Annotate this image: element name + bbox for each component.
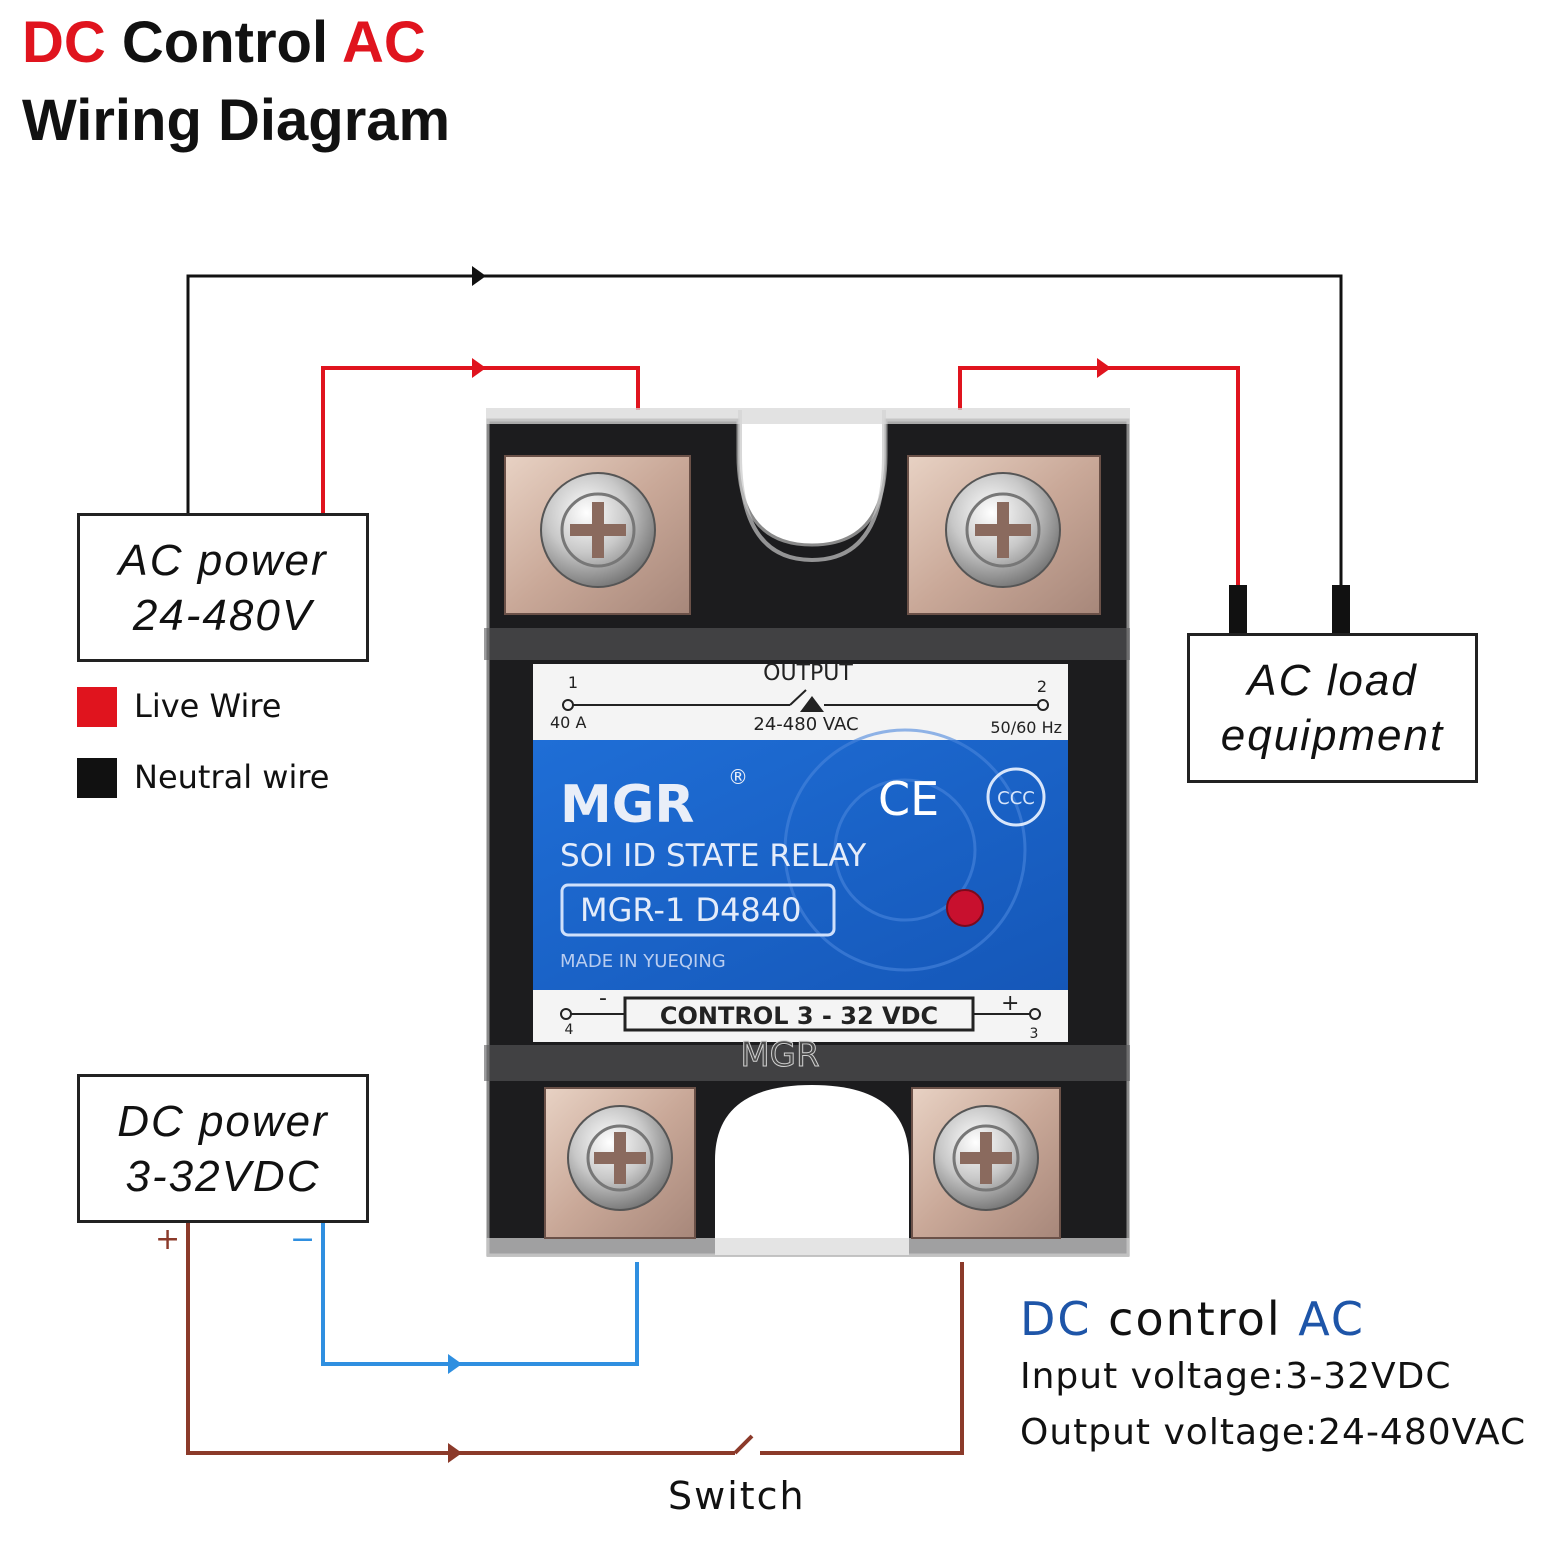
screw-bottom-left [567,1105,673,1211]
relay-registered-mark: ® [728,765,748,789]
led-indicator [946,889,984,927]
relay-control-minus: - [599,986,607,1011]
relay-current: 40 A [550,713,586,732]
ccc-mark [986,767,1046,827]
dc-plus-wire [186,1222,735,1455]
title-dc: DC [22,10,106,75]
ac-power-voltage: 24-480V [132,590,314,640]
relay-control-label: CONTROL 3 - 32 VDC [660,1002,938,1030]
info-heading-ac: AC [1298,1292,1366,1346]
dc-power-box: DC power 3-32VDC [77,1074,369,1223]
relay-ccc-text: CCC [997,788,1035,809]
legend-neutral-label: Neutral wire [134,758,330,796]
relay-voltage: 24-480 VAC [753,714,858,735]
ac-load-label: AC load [1247,656,1418,705]
screw-top-left [540,472,656,588]
info-input-voltage: Input voltage:3-32VDC [1020,1356,1452,1397]
relay-term-1: 1 [568,673,578,692]
relay-ce-mark: CE [878,772,939,826]
ac-load-box: AC load equipment [1187,633,1478,783]
relay-model: MGR-1 D4840 [580,891,802,929]
neutral-wire [186,274,1343,590]
live-wire-right-arrow [1097,358,1111,378]
relay-term-4: 4 [565,1022,574,1038]
legend-neutral-swatch [77,758,117,798]
title-line-1: DC Control AC [22,14,426,72]
label-output-strip [533,664,1068,740]
title-control: Control [105,10,343,75]
info-heading: DC control AC [1020,1292,1365,1346]
screw-top-right [945,472,1061,588]
info-output-voltage: Output voltage:24-480VAC [1020,1412,1527,1453]
relay-bottom-brand: MGR [740,1035,819,1075]
live-wire-left-arrow [472,358,486,378]
dc-power-voltage: 3-32VDC [125,1151,321,1201]
dc-switch-to-relay [760,1262,964,1455]
label-blue-panel [533,740,1068,990]
info-heading-dc: DC [1020,1292,1092,1346]
relay-term-2: 2 [1037,677,1047,696]
dc-plus-wire-arrow [448,1443,462,1463]
screw-bottom-right [933,1105,1039,1211]
relay-output-label: OUTPUT [763,661,853,686]
neutral-wire-arrow [472,266,486,286]
ac-load-equipment: equipment [1220,711,1445,760]
legend-live-swatch [77,687,117,727]
legend-live-label: Live Wire [134,687,282,725]
dc-plus-mark: + [155,1222,181,1257]
info-heading-control: control [1091,1292,1299,1346]
switch-label: Switch [668,1474,806,1518]
relay-made-in: MADE IN YUEQING [560,951,726,972]
dc-minus-wire [321,1222,639,1366]
relay-frequency: 50/60 Hz [990,718,1062,737]
ac-power-box: AC power 24-480V [77,513,369,662]
relay-cover-bottom-edge [486,1238,1130,1256]
dc-power-label: DC power [117,1096,329,1146]
relay-product-name: SOI ID STATE RELAY [560,838,866,874]
title-ac: AC [342,10,426,75]
model-outline [560,883,836,937]
relay-brand: MGR [560,775,694,835]
load-pin-neutral [1332,585,1350,637]
switch-lever [733,1434,754,1455]
ac-power-label: AC power [118,535,328,585]
relay-cover-top-edge [486,408,1130,424]
relay-term-3: 3 [1030,1026,1039,1042]
relay-case-bottom-notch [715,1085,909,1255]
load-pin-live [1229,585,1247,637]
relay-body: 1 2 OUTPUT 40 A 24-480 VAC 50/60 Hz MGR … [484,408,1130,1257]
dc-minus-mark: − [290,1222,316,1257]
relay-control-plus: + [1001,991,1019,1016]
title-line-2: Wiring Diagram [22,88,451,153]
dc-minus-wire-arrow [448,1354,462,1374]
